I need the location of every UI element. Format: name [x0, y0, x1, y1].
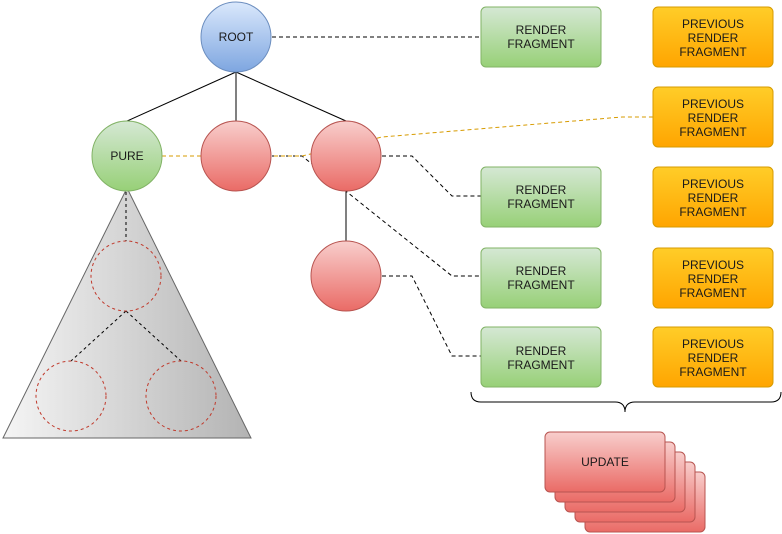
tree-edges: [126, 71, 347, 241]
pure-node-label: PURE: [110, 149, 143, 163]
previous-fragment-line-3: FRAGMENT: [679, 125, 747, 139]
pure-subtree-dashed-nodes: [35, 240, 217, 432]
previous-render-fragment-3[interactable]: PREVIOUS RENDER FRAGMENT: [652, 166, 774, 228]
red-node-middle[interactable]: [200, 120, 272, 192]
render-fragment-line-2: FRAGMENT: [507, 358, 575, 372]
previous-render-fragment-5[interactable]: PREVIOUS RENDER FRAGMENT: [652, 326, 774, 388]
previous-fragment-line-3: FRAGMENT: [679, 205, 747, 219]
render-fragment-line-2: FRAGMENT: [507, 197, 575, 211]
update-card-front[interactable]: [544, 431, 666, 493]
previous-fragment-line-2: RENDER: [688, 111, 739, 125]
previous-fragment-line-2: RENDER: [688, 31, 739, 45]
render-fragment-line-1: RENDER: [516, 264, 567, 278]
previous-fragment-line-1: PREVIOUS: [682, 337, 744, 351]
update-label: UPDATE: [581, 455, 629, 469]
previous-fragment-line-1: PREVIOUS: [682, 97, 744, 111]
previous-fragment-line-1: PREVIOUS: [682, 17, 744, 31]
render-fragment-line-2: FRAGMENT: [507, 37, 575, 51]
dashed-grandchild-right: [145, 360, 217, 432]
render-fragment-line-2: FRAGMENT: [507, 278, 575, 292]
fragment-links: [272, 36, 481, 357]
previous-fragment-line-1: PREVIOUS: [682, 177, 744, 191]
previous-fragment-line-2: RENDER: [688, 272, 739, 286]
previous-fragment-line-3: FRAGMENT: [679, 45, 747, 59]
pure-subtree-triangle: [2, 186, 252, 439]
render-fragment-4[interactable]: RENDER FRAGMENT: [480, 326, 602, 388]
red-node-child[interactable]: [310, 240, 382, 312]
pure-node[interactable]: PURE: [91, 120, 163, 192]
render-fragment-2[interactable]: RENDER FRAGMENT: [480, 166, 602, 228]
previous-fragment-line-2: RENDER: [688, 191, 739, 205]
root-node[interactable]: ROOT: [200, 1, 272, 73]
render-fragment-3[interactable]: RENDER FRAGMENT: [480, 247, 602, 309]
red-node-right[interactable]: [310, 120, 382, 192]
render-fragment-1[interactable]: RENDER FRAGMENT: [480, 6, 602, 68]
previous-render-fragment-1[interactable]: PREVIOUS RENDER FRAGMENT: [652, 6, 774, 68]
fragments-group-brace: [470, 391, 782, 413]
root-node-label: ROOT: [219, 30, 254, 44]
dashed-child-node: [90, 240, 162, 312]
previous-render-fragment-2[interactable]: PREVIOUS RENDER FRAGMENT: [652, 86, 774, 148]
previous-fragment-line-2: RENDER: [688, 351, 739, 365]
previous-render-fragment-4[interactable]: PREVIOUS RENDER FRAGMENT: [652, 247, 774, 309]
pure-subtree-dashed-edges: [70, 192, 182, 362]
previous-fragment-line-3: FRAGMENT: [679, 365, 747, 379]
render-fragment-line-1: RENDER: [516, 183, 567, 197]
update-stack: UPDATE: [544, 431, 706, 533]
previous-fragment-line-1: PREVIOUS: [682, 258, 744, 272]
render-fragment-line-1: RENDER: [516, 23, 567, 37]
render-fragment-line-1: RENDER: [516, 344, 567, 358]
dashed-grandchild-left: [35, 360, 107, 432]
previous-fragment-line-3: FRAGMENT: [679, 286, 747, 300]
